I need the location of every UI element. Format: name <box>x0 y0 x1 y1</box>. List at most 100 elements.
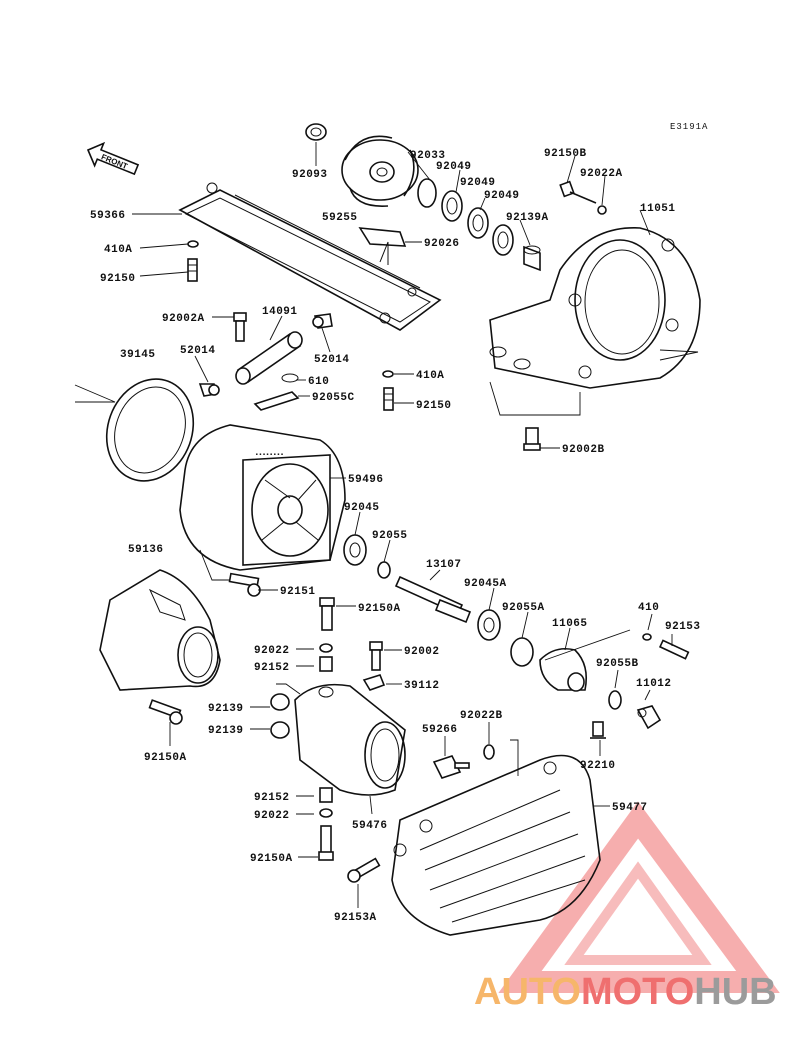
label-39145: 39145 <box>120 349 156 361</box>
label-92022-2: 92022 <box>254 810 290 822</box>
bearing-92045A <box>477 609 501 641</box>
seal-92049-a <box>441 190 463 222</box>
label-59266: 59266 <box>422 724 458 736</box>
svg-text:▪▪▪▪▪▪▪▪: ▪▪▪▪▪▪▪▪ <box>255 451 284 458</box>
label-92150-2: 92150 <box>416 400 452 412</box>
bracket-39112 <box>362 674 386 691</box>
label-59477: 59477 <box>612 802 648 814</box>
label-92002: 92002 <box>404 646 440 658</box>
label-92045: 92045 <box>344 502 380 514</box>
label-92151: 92151 <box>280 586 316 598</box>
fitting-52014-b <box>312 313 333 329</box>
part-labels: 92093 92033 92049 92049 92049 59255 9215… <box>90 148 701 924</box>
watermark-logo: AUTOMOTOHUB <box>474 801 780 1013</box>
bolt-92150B <box>559 180 597 204</box>
steering-nozzle-59476 <box>294 683 406 796</box>
plate-92026-bracket <box>379 241 389 265</box>
label-11065: 11065 <box>552 618 588 630</box>
pump-case-59496: ▪▪▪▪▪▪▪▪ <box>179 424 346 571</box>
label-410A-2: 410A <box>416 370 444 382</box>
label-59476: 59476 <box>352 820 388 832</box>
label-59136: 59136 <box>128 544 164 556</box>
bolt-92210 <box>590 721 606 739</box>
reverse-bucket-59477 <box>391 754 601 936</box>
cylinder-14091 <box>235 331 303 385</box>
seal-92049-c <box>492 224 514 256</box>
seal-92049-b <box>467 207 489 239</box>
watermark-moto: MOTO <box>581 971 694 1013</box>
bolt-92150A-2 <box>148 699 183 725</box>
collar-92152-1 <box>319 656 333 672</box>
label-92022A: 92022A <box>580 168 623 180</box>
label-92033: 92033 <box>410 150 446 162</box>
label-610: 610 <box>308 376 329 388</box>
bolt-92002 <box>369 641 383 671</box>
label-92150-1: 92150 <box>100 273 136 285</box>
o-ring-92055 <box>377 561 391 579</box>
collar-92139A <box>523 245 541 272</box>
bolt-92002A <box>233 312 247 342</box>
bolt-92153 <box>658 639 690 660</box>
watermark-auto: AUTO <box>474 971 581 1013</box>
bolt-92151 <box>228 572 261 597</box>
washer-410A-1 <box>187 240 199 248</box>
label-92139-1: 92139 <box>208 703 244 715</box>
watermark-hub: HUB <box>694 971 776 1013</box>
bolt-92153A <box>347 857 381 883</box>
label-92002A: 92002A <box>162 313 205 325</box>
cap-92093 <box>305 123 327 141</box>
front-arrow-icon: FRONT <box>86 141 140 176</box>
o-ring-610 <box>281 373 299 383</box>
label-11012: 11012 <box>636 678 672 690</box>
label-14091: 14091 <box>262 306 298 318</box>
label-92049-b: 92049 <box>460 177 496 189</box>
bushing-92139-2 <box>270 721 290 739</box>
label-92139-2: 92139 <box>208 725 244 737</box>
label-52014-a: 52014 <box>180 345 216 357</box>
plate-92026 <box>358 227 407 247</box>
cap-11065 <box>539 647 588 692</box>
bolt-92150-1 <box>187 258 198 282</box>
shaft-13107 <box>394 575 472 624</box>
diagram-code: E3191A <box>670 122 708 132</box>
label-92152-1: 92152 <box>254 662 290 674</box>
o-ring-92055B <box>608 690 622 710</box>
washer-410A-2 <box>382 370 394 378</box>
label-13107: 13107 <box>426 559 462 571</box>
label-92055A: 92055A <box>502 602 545 614</box>
o-ring-92055A <box>510 637 534 667</box>
impeller-59255 <box>341 135 419 207</box>
washer-92022-2 <box>319 808 333 818</box>
fitting-52014-a <box>198 383 220 397</box>
label-92150A-3: 92150A <box>250 853 293 865</box>
label-92150A-1: 92150A <box>358 603 401 615</box>
label-92026: 92026 <box>424 238 460 250</box>
label-92153: 92153 <box>665 621 701 633</box>
ride-plate-59366 <box>178 182 442 331</box>
washer-92022-1 <box>319 643 333 653</box>
bushing-92139-1 <box>270 693 290 711</box>
label-92139A: 92139A <box>506 212 549 224</box>
bolt-92150-2 <box>383 387 394 411</box>
circlip-92033 <box>417 178 437 208</box>
svg-text:AUTOMOTOHUB: AUTOMOTOHUB <box>474 971 777 1013</box>
nozzle-59136 <box>99 569 221 691</box>
label-11051: 11051 <box>640 203 676 215</box>
washer-410 <box>642 633 652 641</box>
label-92022-1: 92022 <box>254 645 290 657</box>
label-59366: 59366 <box>90 210 126 222</box>
label-59255: 59255 <box>322 212 358 224</box>
label-92150A-2: 92150A <box>144 752 187 764</box>
washer-92022B <box>483 744 495 760</box>
plug-11012 <box>636 705 662 730</box>
label-410: 410 <box>638 602 659 614</box>
label-92152-2: 92152 <box>254 792 290 804</box>
bolt-92150A-3 <box>318 825 334 861</box>
bolt-92002B <box>523 427 541 451</box>
label-92153A: 92153A <box>334 912 377 924</box>
label-39112: 39112 <box>404 680 440 692</box>
label-92022B: 92022B <box>460 710 503 722</box>
label-410A-1: 410A <box>104 244 132 256</box>
gasket-92055C <box>253 391 300 411</box>
